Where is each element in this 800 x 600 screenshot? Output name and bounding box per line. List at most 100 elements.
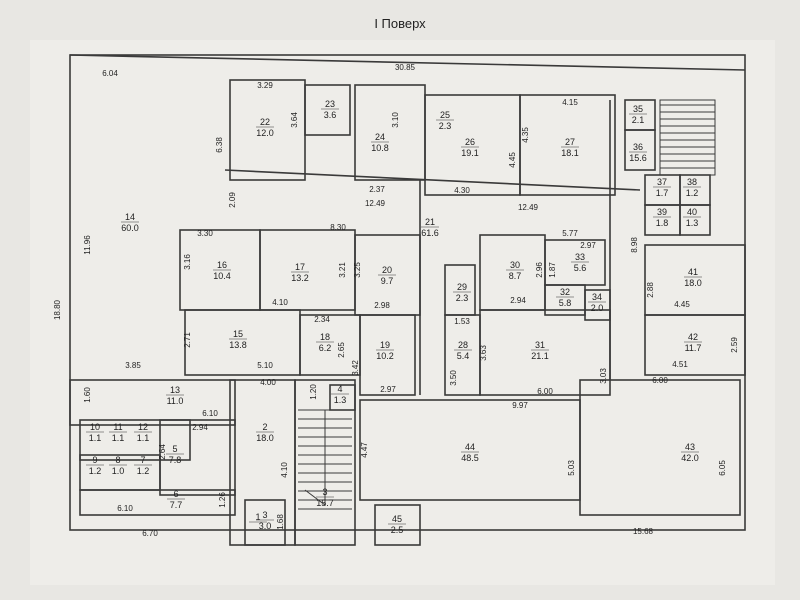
room-area: 7.8 [169,455,182,465]
room-area: 21.1 [531,351,549,361]
room-area: 3.0 [259,521,272,531]
dimension-label: 2.09 [228,192,237,208]
room-area: 1.2 [686,188,699,198]
dimension-label: 9.97 [512,401,528,410]
room-number: 21 [425,217,435,227]
dimension-label: 1.87 [548,262,557,278]
room-area: 12.0 [256,128,274,138]
dimension-label: 3.10 [391,112,400,128]
dimension-label: 3.30 [197,229,213,238]
dimension-label: 3.21 [338,262,347,278]
dimension-label: 2.97 [580,241,596,250]
room-number: 38 [687,177,697,187]
dimension-label: 6.70 [142,529,158,538]
room-area: 13.2 [291,273,309,283]
room-area: 42.0 [681,453,699,463]
room-number: 40 [687,207,697,217]
room-number: 31 [535,340,545,350]
room-area: 3.6 [324,110,337,120]
room-number: 43 [685,442,695,452]
dimension-label: 1.53 [454,317,470,326]
dimension-label: 2.64 [158,444,167,460]
room-number: 26 [465,137,475,147]
dimension-label: 2.71 [183,332,192,348]
dimension-label: 4.45 [508,152,517,168]
dimension-label: 2.96 [535,262,544,278]
wall-rect [359,314,416,396]
room-area: 1.3 [686,218,699,228]
wall-rect [679,204,711,236]
dimension-label: 12.49 [518,203,539,212]
room-area: 15.6 [629,153,647,163]
wall-rect [244,499,286,546]
room-area: 5.8 [559,298,572,308]
room-area: 1.2 [89,466,102,476]
dimension-label: 2.88 [646,282,655,298]
paper-sheet [30,40,775,585]
stairs [298,99,716,510]
room-number: 24 [375,132,385,142]
dimension-label: 2.37 [369,185,385,194]
room-area: 18.0 [684,278,702,288]
room-number: 27 [565,137,575,147]
dimension-label: 6.10 [202,409,218,418]
room-area: 1.1 [89,433,102,443]
dimension-label: 2.94 [510,296,526,305]
room-number: 32 [560,287,570,297]
dimension-label: 1.26 [218,492,227,508]
room-number: 6 [173,489,178,499]
dimension-label: 4.51 [672,360,688,369]
dimension-label: 3.85 [125,361,141,370]
dimension-label: 12.49 [365,199,386,208]
room-number: 36 [633,142,643,152]
wall-rect [579,379,741,516]
dimension-label: 5.77 [562,229,578,238]
room-area: 6.2 [319,343,332,353]
dimension-label: 4.47 [360,442,369,458]
room-area: 18.0 [256,433,274,443]
wall-rect [304,84,351,136]
dimension-label: 5.03 [567,460,576,476]
room-number: 18 [320,332,330,342]
wall-rect [294,379,356,546]
dimension-label: 2.94 [192,423,208,432]
room-area: 1.7 [656,188,669,198]
room-area: 5.4 [457,351,470,361]
room-area: 2.3 [439,121,452,131]
room-number: 11 [113,422,122,432]
room-number: 33 [575,252,585,262]
wall-rect [374,504,421,546]
wall-rect [519,94,616,196]
room-area: 15.7 [316,498,334,508]
room-number: 4 [337,384,342,394]
room-number: 34 [592,292,602,302]
dimension-label: 30.85 [395,63,416,72]
wall-line [69,54,746,71]
dimension-label: 4.45 [674,300,690,309]
stairwell [659,99,716,176]
dimension-label: 2.97 [380,385,396,394]
wall-rect [79,489,236,516]
room-number: 25 [440,110,450,120]
room-area: 10.4 [213,271,231,281]
room-area: 11.0 [167,396,184,406]
room-number: 20 [382,265,392,275]
room-number: 22 [260,117,270,127]
room-number: 3 [322,487,327,497]
dimension-label: 4.10 [272,298,288,307]
room-number: 2 [262,422,267,432]
room-number: 12 [138,422,148,432]
room-number: 28 [458,340,468,350]
dimension-label: 1.20 [309,384,318,400]
dimension-label: 8.30 [330,223,346,232]
room-area: 60.0 [121,223,139,233]
room-number: 30 [510,260,520,270]
dimension-label: 4.15 [562,98,578,107]
dimension-label: 5.10 [257,361,273,370]
room-area: 8.7 [509,271,522,281]
dimension-label: 11.96 [83,235,92,255]
dimension-label: 3.16 [183,254,192,270]
dimension-label: 3.25 [353,262,362,278]
room-number: 19 [380,340,390,350]
wall-line [224,169,641,191]
